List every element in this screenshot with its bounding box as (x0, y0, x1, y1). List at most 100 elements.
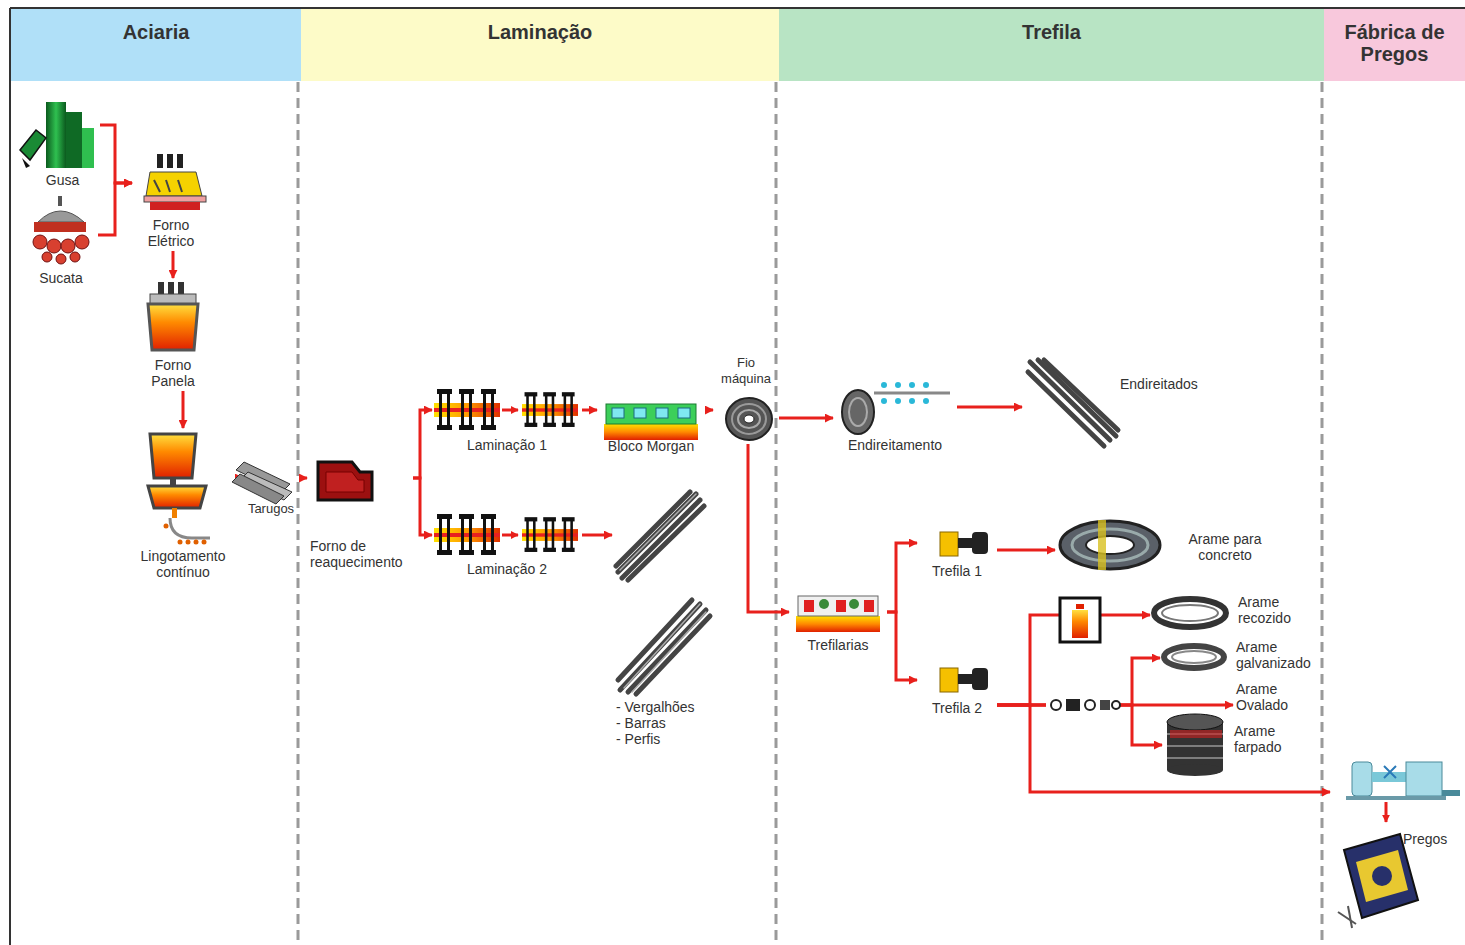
ladle-furnace-icon-part (148, 304, 198, 350)
nail-bag-icon-part-part (1348, 906, 1352, 928)
process-node: Endireitamento (833, 380, 957, 455)
morgan-block-icon-part-part (656, 408, 668, 418)
bar-bundle-icon-part (616, 492, 710, 694)
electric-furnace-icon-part (150, 202, 200, 210)
flow-arrow (413, 410, 432, 478)
wire-coil-icon-part (1086, 536, 1134, 554)
barbed-wire-icon-part (1167, 764, 1223, 776)
drawing-machine-icon-part (958, 674, 972, 684)
process-node: Trefila 2 (917, 664, 997, 720)
continuous-casting-icon-part (148, 486, 206, 508)
flow-arrow (413, 478, 432, 535)
continuous-casting-icon-part (170, 518, 210, 538)
scrap-magnet-icon-part (34, 222, 86, 232)
ladle-furnace-icon-part-part (158, 282, 164, 294)
nail-machine-icon (1346, 762, 1460, 822)
rolling-stand-icon-part (434, 389, 500, 430)
node-label: Laminação 1 (437, 437, 577, 453)
continuous-casting-icon-part-part (194, 540, 199, 545)
electric-furnace-icon-part (146, 172, 202, 196)
column-separator-part (1321, 82, 1324, 945)
electric-furnace-icon (144, 154, 206, 210)
nail-machine-icon-part (1385, 802, 1388, 822)
galvanizing-line-icon-part (1051, 700, 1061, 710)
annealed-coil-icon-part (1162, 605, 1218, 621)
nail-bag-icon-part (1338, 906, 1356, 928)
wire-drawing-mill-icon-part (819, 599, 859, 609)
straight-bars-icon (1028, 360, 1118, 446)
morgan-block-icon-part (612, 408, 690, 418)
wire-drawing-mill-icon (796, 596, 880, 632)
pig-iron-node: Gusa (20, 98, 100, 190)
node-label: Forno Elétrico (135, 217, 207, 249)
drawing-machine-icon-part (972, 668, 988, 690)
node-label: Trefilarias (792, 637, 884, 653)
galvanizing-line-icon-part (1085, 700, 1095, 710)
wire-drawing-mill-icon-part-part (836, 600, 846, 612)
blast-furnace-icon-part (66, 112, 82, 168)
rolling-stand-icon-part (522, 517, 578, 552)
straightening-icon-part-part (909, 398, 915, 404)
billets-icon-part (232, 474, 284, 504)
rolling-node: Bloco Morgan (597, 395, 705, 457)
process-band: LaminaçãoForno de reaquecimento Laminação… (301, 9, 779, 945)
bar-bundle-icon-part-part (628, 610, 706, 692)
flow-arrow (582, 534, 612, 537)
drawing-machine-icon-part (940, 532, 958, 556)
scrap-magnet-icon-part (38, 211, 84, 222)
band-heading: Laminação (301, 9, 779, 81)
flow-arrow (582, 409, 597, 412)
furnace-node: Forno de reaquecimento (307, 452, 413, 574)
flow-arrow (997, 658, 1160, 705)
node-label: - Barras (616, 715, 716, 731)
barbed-wire-icon-part (1170, 730, 1222, 738)
scrap-magnet-icon-part (33, 235, 89, 264)
process-band: AciariaGusaSucataForno ElétricoForno Pan… (11, 9, 301, 945)
straightening-icon-part (849, 398, 867, 426)
annealing-furnace-icon-part (1076, 604, 1084, 609)
node-label: Trefila 1 (920, 563, 994, 579)
scrap-magnet-icon (33, 196, 89, 264)
straightening-icon-part-part (895, 382, 901, 388)
electric-furnace-icon-part (144, 196, 206, 202)
drawing-machine-icon-part (940, 668, 958, 692)
node-label: Fio máquina (716, 355, 776, 387)
node-label: - Vergalhões (616, 699, 716, 715)
barbed-wire-icon-part-part (1167, 757, 1223, 759)
wire-coil-icon (1060, 520, 1160, 570)
bar-bundle-icon-part-part (616, 492, 690, 566)
billet-node: Tarugos (243, 456, 299, 519)
nail-bag-icon-part-part (1338, 912, 1356, 924)
straightening-icon-part-part (895, 398, 901, 404)
node-label: Trefila 2 (920, 700, 994, 716)
furnace-node: Forno Elétrico (132, 150, 210, 251)
rolling-node: Laminação 1 (432, 385, 582, 457)
node-label: Tarugos (246, 501, 296, 517)
flow-arrow (182, 391, 185, 428)
scrap-magnet-icon-part-part (56, 254, 66, 264)
wire-drawing-mill-icon-part (804, 600, 874, 612)
node-label: Arame para concreto (1180, 531, 1270, 563)
wire-rod-coil-icon (726, 398, 772, 440)
rolling-stand-icon (434, 389, 578, 555)
flow-arrow (887, 612, 917, 680)
node-label: Pregos (1403, 831, 1458, 847)
drawing-machine-icon-part (972, 532, 988, 554)
wire-drawing-mill-icon-part-part (819, 599, 829, 609)
continuous-casting-icon-part-part (202, 540, 207, 545)
nail-machine-icon-part (1384, 766, 1396, 778)
node-label: - Perfis (616, 731, 716, 747)
blast-furnace-icon (20, 102, 94, 168)
straightening-icon-part-part (909, 382, 915, 388)
rolling-node: Laminação 2 (432, 508, 582, 580)
flow-arrow (997, 549, 1055, 552)
outer-border-part (9, 8, 11, 945)
nail-machine-icon-part (1352, 762, 1372, 796)
morgan-block-icon-part (606, 404, 696, 424)
wire-rod-node: Fio máquina (713, 352, 779, 444)
galvanizing-line-icon-part (1066, 699, 1080, 711)
column-separator (298, 82, 1322, 945)
product-node: Arame Ovalado (1233, 679, 1319, 715)
reheating-furnace-icon-part (326, 472, 364, 492)
